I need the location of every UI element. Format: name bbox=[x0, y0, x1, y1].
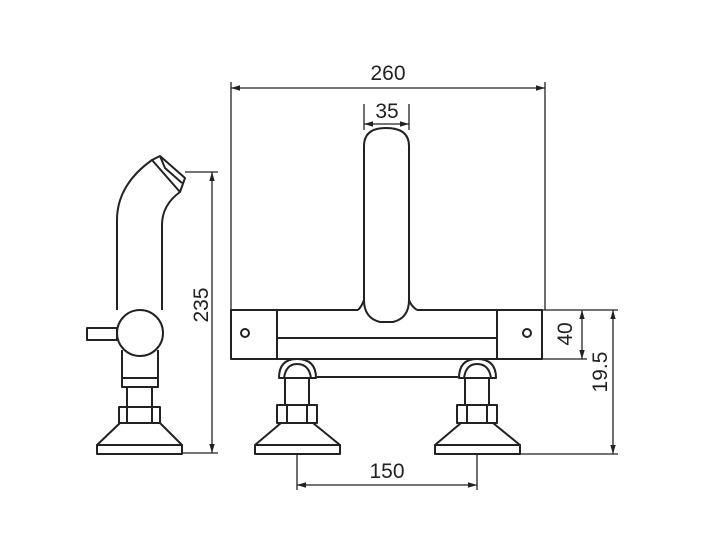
dimension-19-5: 19.5 bbox=[520, 310, 618, 455]
side-lever bbox=[86, 327, 118, 341]
right-fixing-hole bbox=[522, 328, 532, 338]
side-collar bbox=[121, 377, 159, 388]
dimension-260: 260 bbox=[230, 62, 546, 310]
side-base bbox=[96, 422, 183, 446]
side-base-plate bbox=[96, 444, 183, 455]
side-view bbox=[86, 155, 186, 455]
dimension-150: 150 bbox=[296, 455, 478, 490]
dim-35-label: 35 bbox=[375, 100, 398, 123]
dimension-235: 235 bbox=[183, 171, 218, 454]
side-lower-body bbox=[121, 350, 159, 378]
dim-19-5-label: 19.5 bbox=[589, 352, 612, 393]
dim-235-label: 235 bbox=[190, 287, 213, 322]
side-nut-flats bbox=[126, 407, 153, 423]
side-handle-disc bbox=[116, 309, 164, 357]
dimension-40: 40 bbox=[542, 309, 618, 360]
left-fixing-hole bbox=[240, 328, 250, 338]
dim-150-label: 150 bbox=[369, 460, 404, 483]
right-end-block bbox=[496, 309, 543, 360]
right-leg bbox=[434, 358, 521, 455]
front-view bbox=[230, 127, 543, 455]
spout-flare bbox=[357, 299, 418, 311]
left-end-block bbox=[230, 309, 278, 360]
side-stem bbox=[126, 386, 153, 408]
side-spout bbox=[116, 159, 181, 310]
dim-40-label: 40 bbox=[554, 322, 577, 345]
front-spout bbox=[363, 127, 410, 323]
dim-260-label: 260 bbox=[370, 62, 405, 85]
side-spout-cap bbox=[151, 155, 186, 193]
body-bar bbox=[277, 309, 497, 360]
left-leg bbox=[254, 358, 341, 455]
side-nut bbox=[118, 406, 161, 424]
dimension-35: 35 bbox=[363, 100, 410, 130]
